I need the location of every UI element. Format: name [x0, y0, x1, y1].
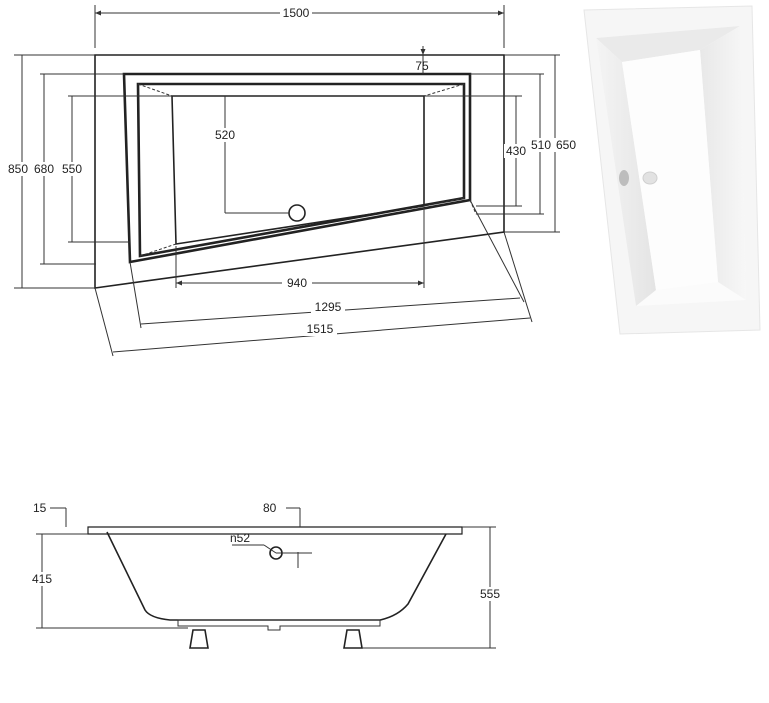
seam-bl: [139, 243, 177, 257]
side-body: [106, 531, 447, 621]
dim-total-height: 555: [480, 587, 500, 601]
side-rim: [87, 526, 463, 535]
overflow-label: n52: [230, 531, 250, 545]
dim-rim-top: 75: [415, 59, 429, 73]
seam-br: [423, 197, 465, 207]
dim-rim-overhang: 80: [263, 501, 277, 515]
dim-rim-thickness: 15: [33, 501, 47, 515]
plan-basin-floor: [171, 95, 425, 245]
dim-height-to-bottom: 415: [32, 572, 52, 586]
dim-overall-width: 1500: [283, 6, 310, 20]
dim-depth-left-inner: 550: [62, 162, 82, 176]
dim-depth-left-mid: 680: [34, 162, 54, 176]
dim-diagonal-inner: 1295: [315, 300, 342, 314]
dim-depth-right-inner: 430: [506, 144, 526, 158]
bathtub-illustration: [583, 5, 761, 335]
drain-icon: [288, 204, 306, 222]
dim-drain-offset: 520: [215, 128, 235, 142]
dim-depth-left-outer: 850: [8, 162, 28, 176]
foot-right: [343, 629, 363, 649]
dim-depth-right-outer: 650: [556, 138, 576, 152]
dim-diagonal-outer: 1515: [307, 322, 334, 336]
side-view: n52 15 80 415 555: [30, 501, 503, 649]
dim-bottom-inner-length: 940: [287, 276, 307, 290]
overflow-icon: [619, 170, 629, 186]
seam-tl: [137, 83, 173, 97]
drain-cap-icon: [642, 171, 658, 185]
dim-depth-right-mid: 510: [531, 138, 551, 152]
seam-tr: [423, 83, 465, 97]
foot-left: [189, 629, 209, 649]
plan-view: 1500 75 850 680 550 520 430: [6, 5, 579, 357]
